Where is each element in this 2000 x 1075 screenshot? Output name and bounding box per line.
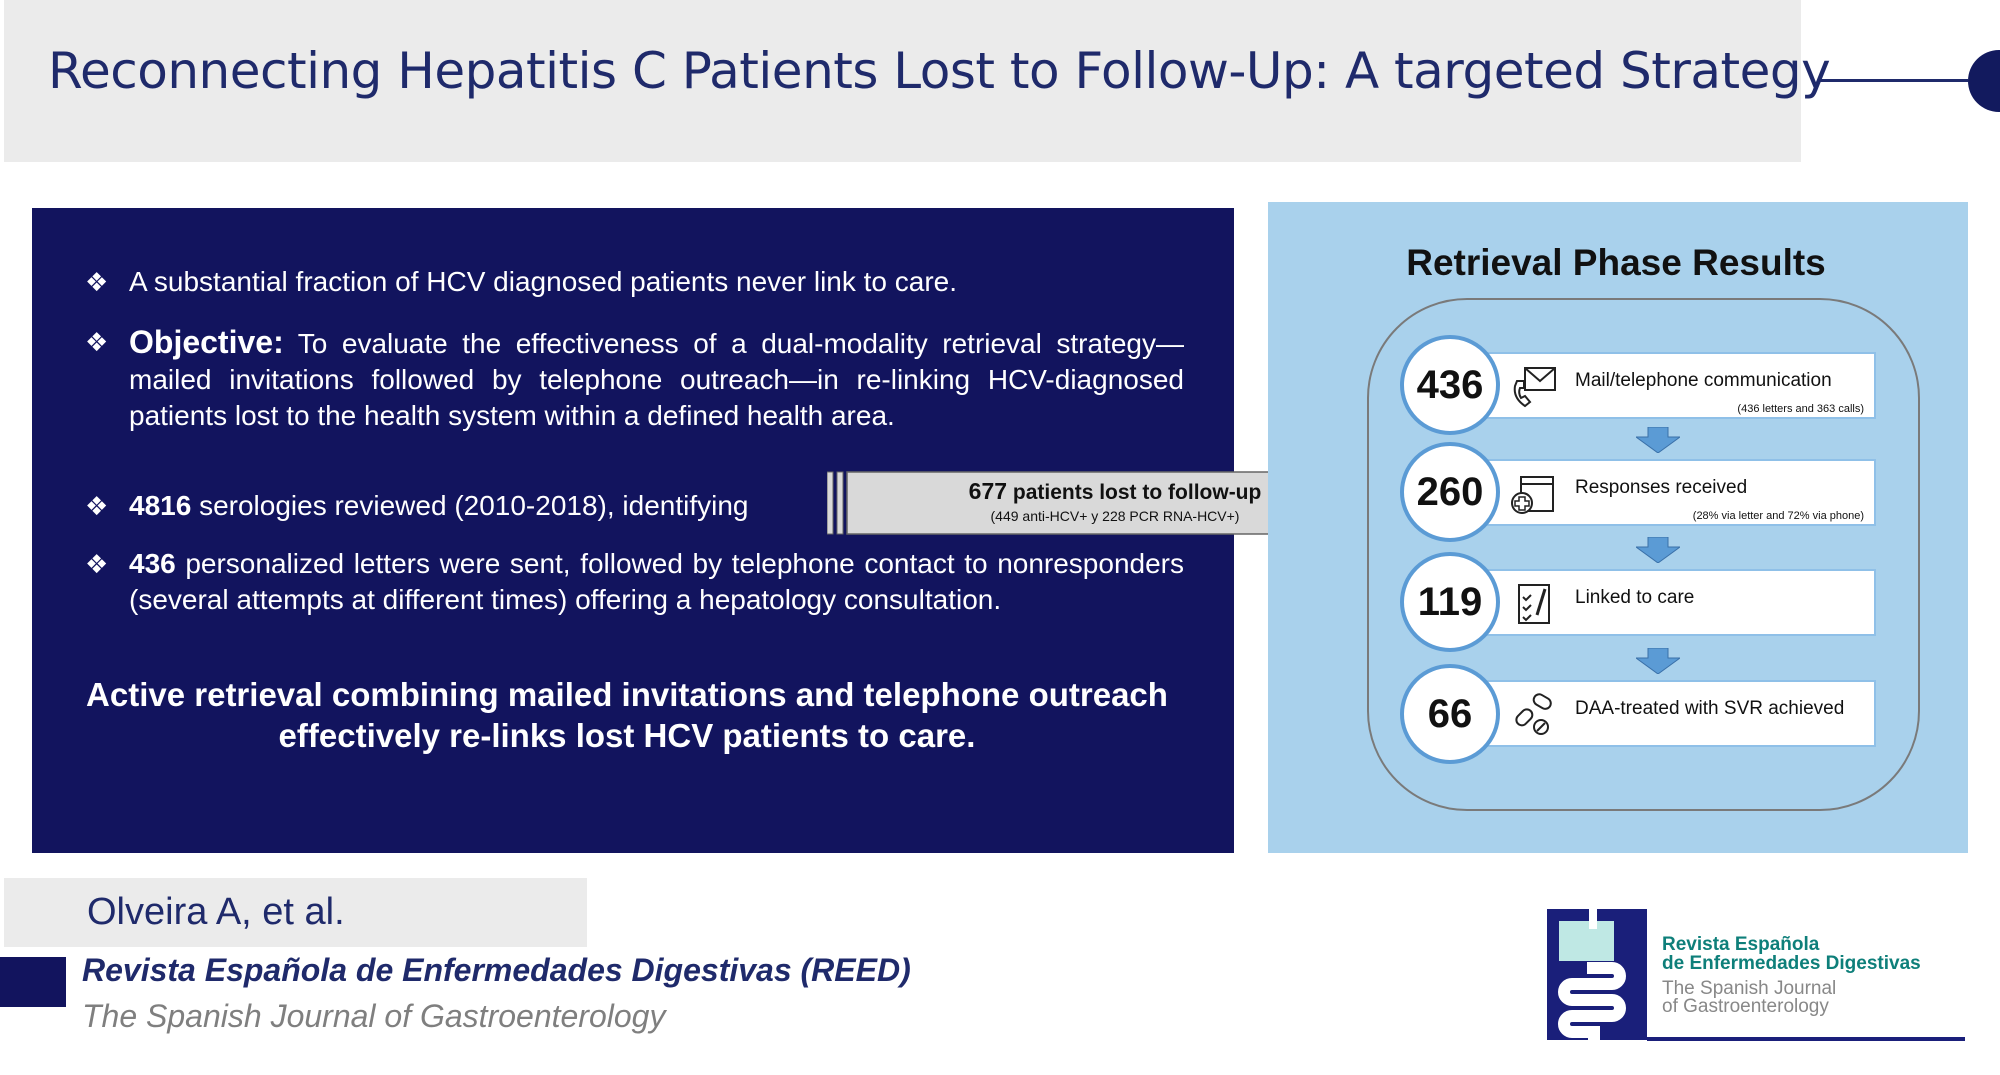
mail-phone-icon <box>1513 367 1556 408</box>
lost-count: 677 <box>968 478 1008 504</box>
row-label: Linked to care <box>1575 587 1695 608</box>
count-circle: 260 <box>1400 442 1500 542</box>
decorative-dot <box>1968 50 2000 112</box>
bullet-bold: 436 <box>129 548 176 579</box>
bullet-bold: 4816 <box>129 490 192 521</box>
diamond-bullet-icon: ❖ <box>85 491 109 521</box>
count-circle: 119 <box>1400 552 1500 652</box>
journal-english-name: The Spanish Journal of Gastroenterology <box>82 998 666 1034</box>
svg-text:of Gastroenterology: of Gastroenterology <box>1662 996 1829 1017</box>
arrow-down-icon <box>1636 537 1680 563</box>
result-row: DAA-treated with SVR achieved <box>1467 680 1876 747</box>
bullet-text: serologies reviewed (2010-2018), identif… <box>191 490 749 521</box>
bullet-text: personalized letters were sent, followed… <box>129 548 1184 615</box>
author-box <box>4 878 587 947</box>
lost-sub: (449 anti-HCV+ y 228 PCR RNA-HCV+) <box>990 508 1240 524</box>
result-row: Responses received (28% via letter and 7… <box>1467 459 1876 526</box>
journal-name: Revista Española de Enfermedades Digesti… <box>82 952 911 988</box>
result-row: Linked to care <box>1467 569 1876 636</box>
results-container <box>1367 298 1920 811</box>
diamond-bullet-icon: ❖ <box>85 327 109 357</box>
svg-text:The Spanish Journal: The Spanish Journal <box>1662 978 1836 999</box>
bullet-item: ❖ 4816 serologies reviewed (2010-2018), i… <box>85 488 849 524</box>
arrow-down-icon <box>1636 648 1680 674</box>
decorative-square <box>0 957 66 1007</box>
svg-text:Revista Española: Revista Española <box>1662 934 1820 955</box>
title-bar <box>4 0 1801 162</box>
count-circle: 436 <box>1400 335 1500 435</box>
bullet-item: ❖ Objective: To evaluate the effectivenes… <box>85 324 1184 434</box>
page-title: Reconnecting Hepatitis C Patients Lost t… <box>48 42 1831 100</box>
row-label: DAA-treated with SVR achieved <box>1575 698 1845 719</box>
journal-logo: Revista Española de Enfermedades Digesti… <box>1547 909 1965 1044</box>
lost-patients-label: 677 patients lost to follow-up (449 anti… <box>905 478 1325 524</box>
bullet-text: A substantial fraction of HCV diagnosed … <box>129 266 958 297</box>
calendar-medical-icon <box>1511 476 1554 514</box>
pills-icon <box>1515 693 1552 735</box>
diamond-bullet-icon: ❖ <box>85 549 109 579</box>
result-row: Mail/telephone communication (436 letter… <box>1467 352 1876 419</box>
checklist-icon <box>1518 584 1550 624</box>
results-title: Retrieval Phase Results <box>1406 242 1826 283</box>
conclusion: Active retrieval combining mailed invita… <box>86 676 1168 754</box>
bullet-text: To evaluate the effectiveness of a dual-… <box>129 328 1184 431</box>
row-sub: (436 letters and 363 calls) <box>1737 403 1864 415</box>
author: Olveira A, et al. <box>87 891 345 933</box>
row-label: Mail/telephone communication <box>1575 370 1832 391</box>
row-label: Responses received <box>1575 477 1748 498</box>
arrow-down-icon <box>1636 427 1680 453</box>
bullet-item: ❖ A substantial fraction of HCV diagnosed… <box>85 264 1184 300</box>
decorative-line <box>1818 79 1968 82</box>
count-circle: 66 <box>1400 664 1500 764</box>
row-sub: (28% via letter and 72% via phone) <box>1692 510 1864 522</box>
lost-label: patients lost to follow-up <box>1007 481 1262 504</box>
svg-text:de Enfermedades Digestivas: de Enfermedades Digestivas <box>1662 953 1921 974</box>
bullet-bold: Objective: <box>129 324 284 360</box>
bullet-item: ❖ 436 personalized letters were sent, fol… <box>85 546 1184 618</box>
diamond-bullet-icon: ❖ <box>85 267 109 297</box>
